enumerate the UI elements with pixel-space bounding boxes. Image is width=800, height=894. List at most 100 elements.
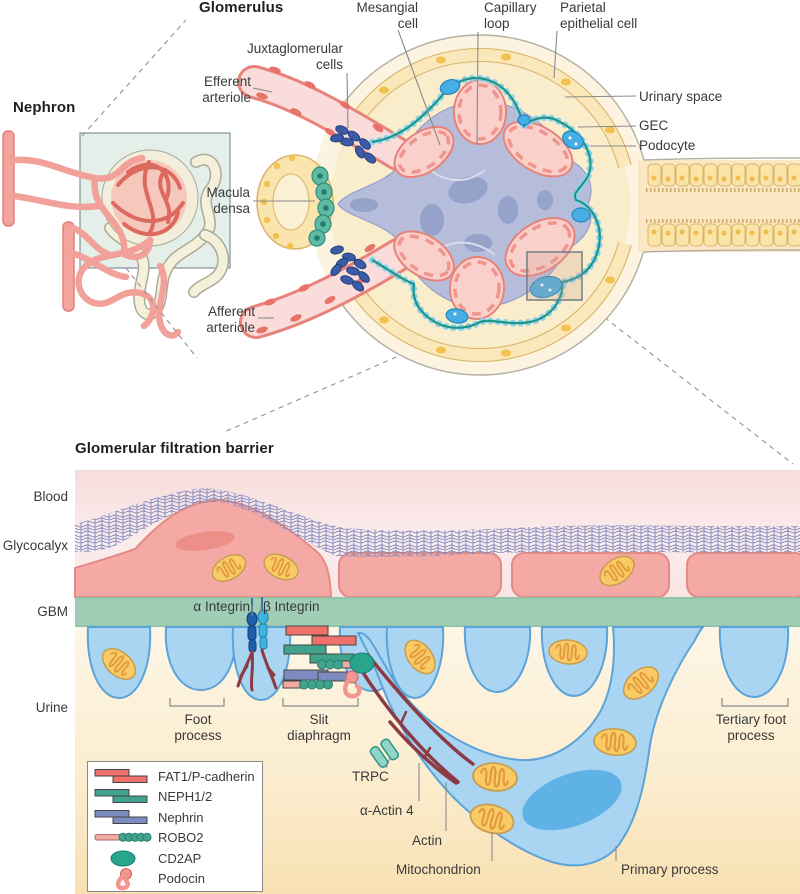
label-alpha-integrin: α Integrin — [193, 599, 250, 614]
alpha-actinin-crosslink — [399, 710, 408, 725]
endothelial-cells — [74, 498, 800, 598]
macula-densa-ring — [256, 154, 335, 250]
capillary-loop — [502, 120, 574, 178]
foot-process — [463, 626, 532, 694]
label-gec: GEC — [639, 118, 669, 133]
label-trpc: TRPC — [352, 769, 389, 784]
endothelial-cell — [338, 552, 502, 598]
legend-item-fat1: FAT1/P-cadherin — [88, 766, 262, 787]
glomerulus-diagram — [237, 29, 800, 376]
arteriole-wall-nuclei — [256, 66, 384, 157]
robo2-beaded-rod-icon — [88, 829, 158, 846]
podocin-molecule — [343, 670, 362, 699]
cd2ap-oval-icon — [88, 850, 158, 867]
bowman-capsule-outline — [309, 34, 651, 376]
podocyte-cells — [439, 78, 591, 324]
tertiary-foot-process-bracket — [721, 698, 789, 707]
actin-filaments — [358, 653, 475, 785]
endothelial-cell — [686, 552, 800, 598]
robo2-beads — [317, 659, 343, 670]
label-juxtaglomerular-cells: Juxtaglomerular cells — [246, 41, 343, 72]
legend-box: FAT1/P-cadherin NEPH1/2 Nephrin — [87, 761, 263, 892]
juxtaglomerular-cell-clusters — [330, 125, 377, 292]
tertiary-foot-process-cell — [718, 626, 790, 699]
legend-label: CD2AP — [158, 850, 202, 866]
glycocalyx-mesh — [75, 488, 800, 557]
legend-label: Podocin — [158, 871, 205, 887]
label-urine: Urine — [35, 700, 68, 715]
integrin-actin-anchors — [236, 648, 278, 692]
label-blood: Blood — [33, 489, 68, 504]
label-macula-densa: Macula densa — [206, 185, 250, 216]
alpha-actinin-crosslink — [422, 746, 432, 760]
label-beta-integrin: β Integrin — [263, 599, 320, 614]
label-foot-process: Foot process — [174, 712, 222, 743]
legend-label: NEPH1/2 — [158, 789, 213, 805]
barrier-title: Glomerular filtration barrier — [75, 440, 274, 457]
beta-integrin-chain — [257, 609, 269, 650]
legend-item-cd2ap: CD2AP — [88, 848, 262, 869]
nephron-title: Nephron — [13, 99, 76, 116]
gbm-band — [75, 597, 800, 627]
capillary-loop — [504, 217, 576, 277]
primary-process-cell — [356, 626, 706, 867]
integrin-complex — [236, 597, 278, 692]
zoom-connector-lines — [81, 19, 794, 465]
endothelial-nucleus — [175, 531, 235, 551]
capillary-loop — [393, 230, 455, 282]
label-parietal-epithelial-cell: Parietal epithelial cell — [560, 0, 638, 31]
nucleus — [522, 769, 622, 831]
nephron-capillary-tangle — [111, 160, 185, 237]
barrier-leader-lines — [251, 605, 617, 861]
label-primary-process: Primary process — [621, 862, 719, 877]
fat1-bar — [311, 635, 357, 646]
nephron-drawing — [2, 130, 231, 339]
label-podocyte: Podocyte — [639, 138, 696, 153]
capillary-loops — [393, 79, 576, 320]
label-actin: Actin — [412, 833, 443, 848]
label-gbm: GBM — [37, 604, 68, 619]
legend-label: FAT1/P-cadherin — [158, 768, 255, 784]
capillary-loop — [448, 256, 506, 320]
label-urinary-space: Urinary space — [639, 89, 723, 104]
podocin-hook-icon — [88, 867, 158, 891]
legend-item-neph: NEPH1/2 — [88, 787, 262, 808]
capillary-loop — [393, 125, 455, 179]
slit-diaphragm-bracket — [282, 698, 359, 707]
tubule-cells — [647, 163, 800, 247]
label-glycocalyx: Glycocalyx — [2, 538, 68, 553]
gec-lining — [368, 74, 604, 332]
mesangial-cells — [350, 176, 553, 252]
nephron-vessels — [10, 154, 182, 339]
trpc-channel — [369, 738, 400, 768]
robo2-beads — [299, 679, 333, 690]
podocyte-dots — [453, 136, 578, 316]
neph1-2-bars-icon — [88, 788, 158, 805]
label-mesangial-cell: Mesangial cell — [356, 0, 418, 31]
brackets — [169, 698, 789, 707]
capillary-loop — [453, 79, 507, 145]
fat1-bar — [285, 625, 329, 636]
label-mitochondrion: Mitochondrion — [396, 862, 481, 877]
proximal-tubule — [638, 157, 800, 253]
label-efferent-arteriole: Efferent arteriole — [202, 74, 251, 105]
foot-process-bracket — [169, 698, 225, 707]
slit-diaphragm-complex — [282, 625, 375, 699]
fat1-p-cadherin-bars-icon — [88, 768, 158, 785]
legend-label: Nephrin — [158, 809, 204, 825]
label-slit-diaphragm: Slit diaphragm — [287, 712, 351, 743]
filtration-barrier-panel — [74, 470, 800, 894]
glomerulus-zoom-box — [526, 251, 583, 301]
cd2ap-molecule — [349, 652, 375, 674]
legend-label: ROBO2 — [158, 830, 204, 846]
leader-lines — [252, 29, 637, 319]
legend-item-podocin: Podocin — [88, 867, 262, 891]
neph1-2-bar — [283, 644, 327, 655]
legend-item-robo2: ROBO2 — [88, 828, 262, 849]
label-tertiary-foot-process: Tertiary foot process — [715, 712, 787, 743]
label-afferent-arteriole: Afferent arteriole — [206, 304, 255, 335]
label-capillary-loop: Capillary loop — [484, 0, 537, 31]
legend-item-nephrin: Nephrin — [88, 807, 262, 828]
